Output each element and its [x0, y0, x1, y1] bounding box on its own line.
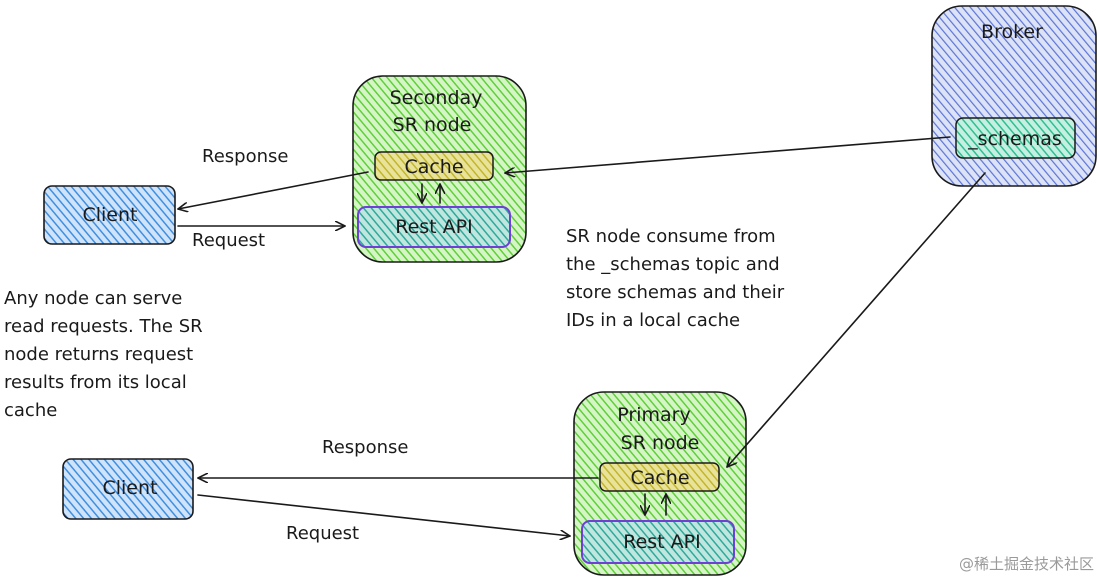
left-note-line-4: results from its local: [4, 372, 187, 393]
right-note-line-3: store schemas and their: [566, 282, 785, 303]
schemas-topic-label: _schemas: [967, 128, 1062, 150]
broker-title: Broker: [981, 21, 1043, 43]
left-note: Any node can serve read requests. The SR…: [4, 288, 203, 421]
top-request-label: Request: [192, 230, 265, 251]
right-note-line-2: the _schemas topic and: [566, 254, 780, 275]
secondary-cache-label: Cache: [404, 156, 463, 178]
right-note-line-1: SR node consume from: [566, 226, 776, 247]
bottom-response-label: Response: [322, 437, 408, 458]
left-note-line-2: read requests. The SR: [4, 316, 203, 337]
secondary-node-title-line1: Seconday: [390, 87, 483, 109]
secondary-node-title-line2: SR node: [393, 114, 472, 136]
connection-arrows: [177, 136, 986, 536]
secondary-rest-api-box: Rest API: [357, 206, 511, 248]
right-note: SR node consume from the _schemas topic …: [566, 226, 785, 331]
secondary-rest-api-label: Rest API: [395, 216, 472, 238]
secondary-sr-node: Seconday SR node Cache Rest API: [352, 75, 527, 263]
primary-sr-node: Primary SR node Cache Rest API: [573, 391, 747, 576]
client-top-label: Client: [82, 204, 137, 226]
client-top: Client: [43, 185, 176, 245]
primary-cache-api-arrows: [645, 493, 666, 516]
right-note-line-4: IDs in a local cache: [566, 310, 740, 331]
primary-node-title-line2: SR node: [621, 432, 700, 454]
top-response-label: Response: [202, 146, 288, 167]
primary-cache-box: Cache: [599, 462, 720, 492]
primary-node-title-line1: Primary: [617, 404, 690, 426]
bottom-request-label: Request: [286, 523, 359, 544]
broker-node: Broker _schemas: [931, 5, 1097, 187]
client-bottom-label: Client: [102, 477, 157, 499]
left-note-line-3: node returns request: [4, 344, 193, 365]
primary-rest-api-label: Rest API: [623, 531, 700, 553]
secondary-cache-api-arrows: [422, 183, 440, 204]
left-note-line-5: cache: [4, 400, 57, 421]
bottom-request-arrow: [197, 494, 571, 536]
watermark: @稀土掘金技术社区: [959, 555, 1094, 573]
primary-cache-label: Cache: [630, 467, 689, 489]
secondary-cache-box: Cache: [374, 151, 494, 181]
primary-rest-api-box: Rest API: [581, 520, 735, 564]
client-bottom: Client: [62, 458, 194, 520]
broker-to-secondary-arrow: [505, 136, 951, 173]
schemas-topic-box: _schemas: [955, 117, 1076, 159]
top-response-arrow: [177, 171, 369, 209]
left-note-line-1: Any node can serve: [4, 288, 182, 309]
broker-to-primary-arrow: [726, 172, 986, 468]
